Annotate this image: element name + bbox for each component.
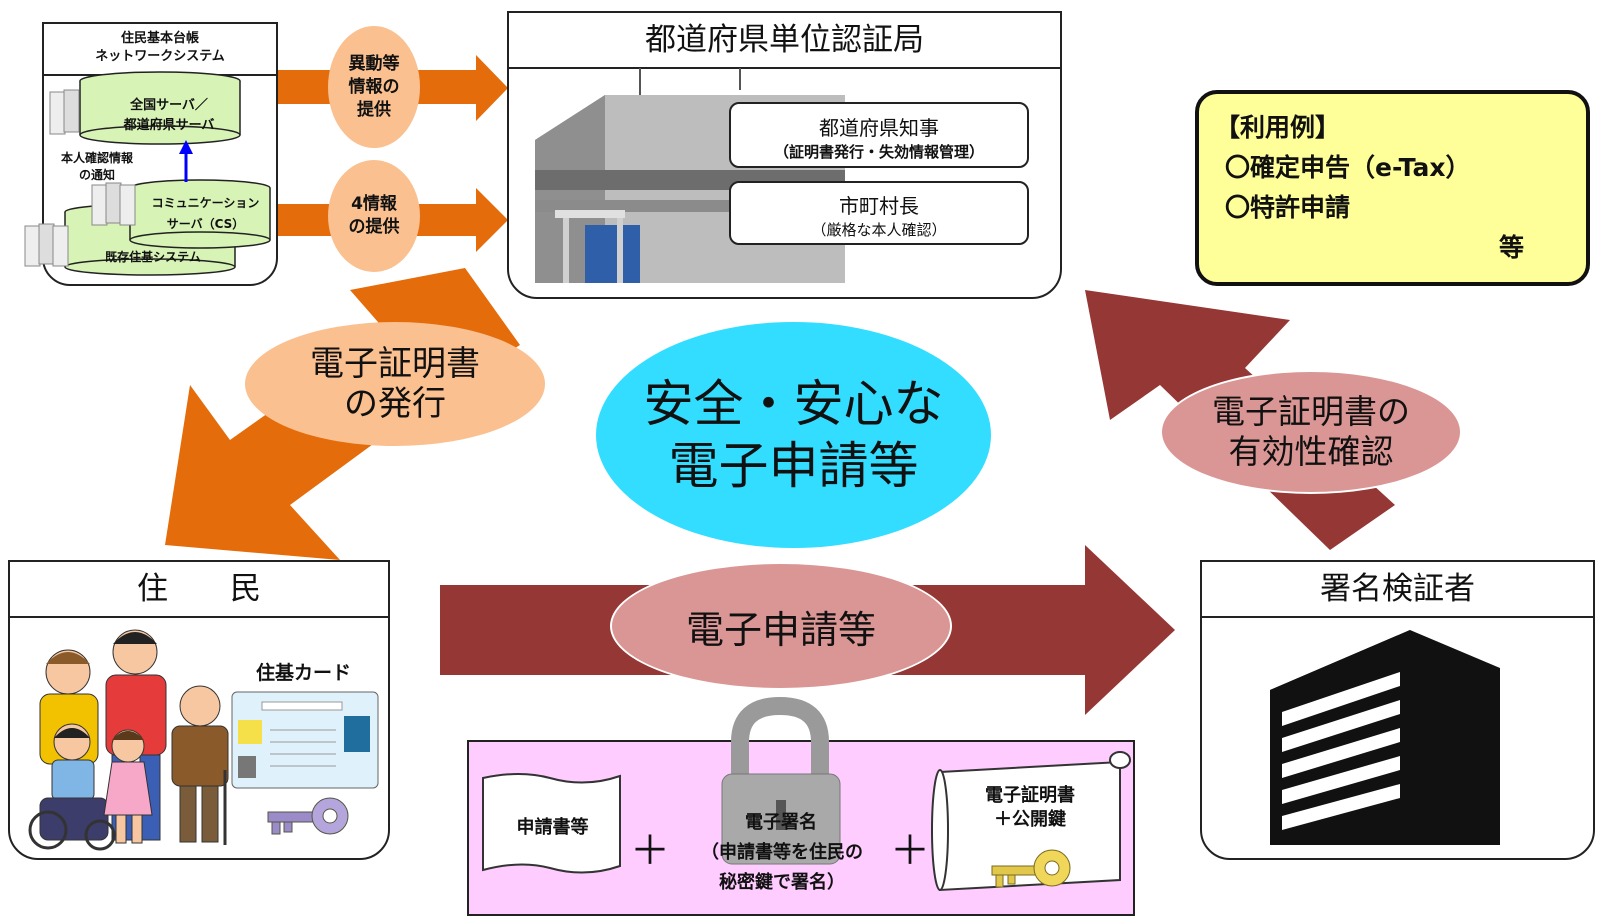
certificate-label: 電子証明書 ＋公開鍵 [985, 785, 1075, 830]
usage-item-etax: 〇確定申告（e-Tax） [1225, 153, 1471, 182]
certificate-scroll-icon [931, 751, 1131, 892]
governor-sub-label: （証明書発行・失効情報管理） [773, 143, 984, 161]
info-provision-ellipse-bottom: 4情報 の提供 [328, 160, 420, 272]
usage-heading: 【利用例】 [1215, 113, 1341, 142]
validity-check-ellipse: 電子証明書の 有効性確認 [1160, 370, 1462, 494]
usage-example-box: 【利用例】 〇確定申告（e-Tax） 〇特許申請 等 [1195, 90, 1590, 286]
plus-sign-2: ＋ [890, 828, 930, 874]
national-server-label: 全国サーバ／ 都道府県サーバ [123, 98, 215, 133]
server-rack-icon-1 [49, 89, 80, 135]
issue-certificate-ellipse: 電子証明書 の発行 [245, 322, 545, 446]
document-label: 申請書等 [516, 817, 589, 838]
mayor-label: 市町村長 [839, 194, 919, 218]
juki-card-label: 住基カード [256, 662, 352, 684]
public-key-icon [991, 849, 1071, 888]
ca-title: 都道府県単位認証局 [509, 13, 1060, 69]
verifier-title: 署名検証者 [1202, 562, 1593, 618]
usage-etc: 等 [1499, 233, 1525, 262]
usage-item-patent: 〇特許申請 [1225, 193, 1351, 222]
cs-label: コミュニケーション サーバ（CS） [151, 196, 260, 231]
server-rack-icon-3 [24, 223, 69, 267]
governor-label: 都道府県知事 [819, 116, 939, 140]
safe-application-ellipse: 安全・安心な 電子申請等 [596, 322, 991, 548]
padlock-icon [721, 696, 841, 865]
governor-box: 都道府県知事 （証明書発行・失効情報管理） [729, 102, 1029, 168]
plus-sign-1: ＋ [630, 828, 670, 874]
notify-label: 本人確認情報 の通知 [60, 151, 133, 182]
signature-label: 電子署名 [745, 812, 817, 833]
server-rack-icon-2 [91, 182, 136, 226]
e-application-ellipse: 電子申請等 [610, 562, 952, 690]
existing-system-label: 既存住基システム [105, 250, 201, 264]
document-icon [482, 773, 621, 874]
mayor-box: 市町村長 （厳格な本人確認） [729, 181, 1029, 245]
signature-sub-label: （申請書等を住民の 秘密鍵で署名） [701, 842, 863, 893]
info-provision-ellipse-top: 異動等 情報の 提供 [328, 26, 420, 148]
resident-title: 住 民 [10, 562, 388, 618]
mayor-sub-label: （厳格な本人確認） [811, 221, 947, 239]
